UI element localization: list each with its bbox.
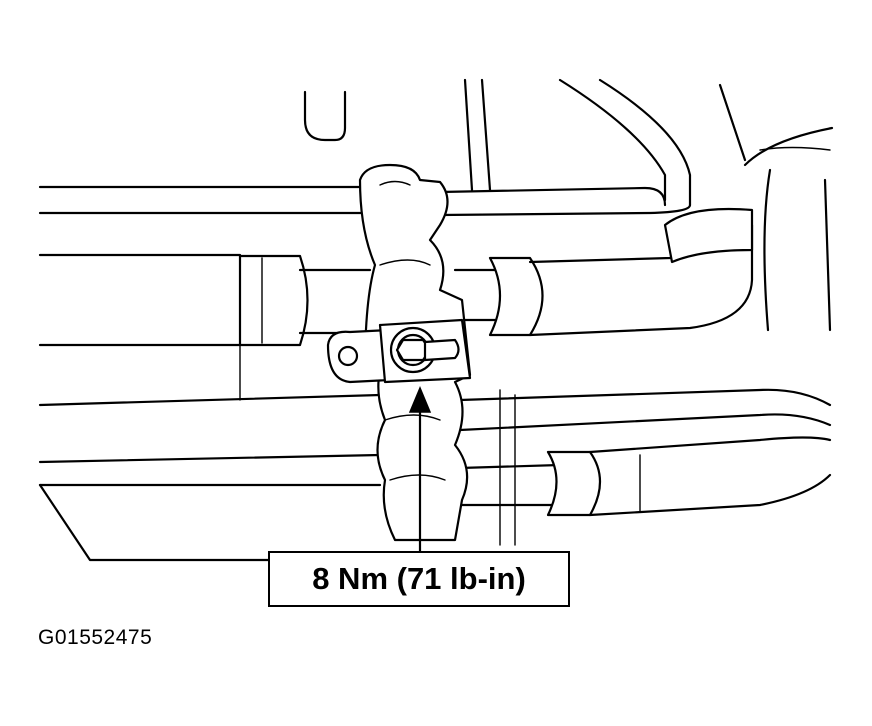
bolt: [389, 326, 460, 374]
figure-id: G01552475: [38, 626, 153, 649]
torque-spec-label: 8 Nm (71 lb-in): [268, 551, 570, 607]
upper-tube: [38, 185, 692, 217]
leader-arrow: [408, 386, 432, 554]
background-structure: [239, 78, 834, 546]
upper-hose-right: [453, 207, 754, 337]
middle-tube: [38, 388, 832, 464]
upper-hose-left: [38, 253, 372, 347]
